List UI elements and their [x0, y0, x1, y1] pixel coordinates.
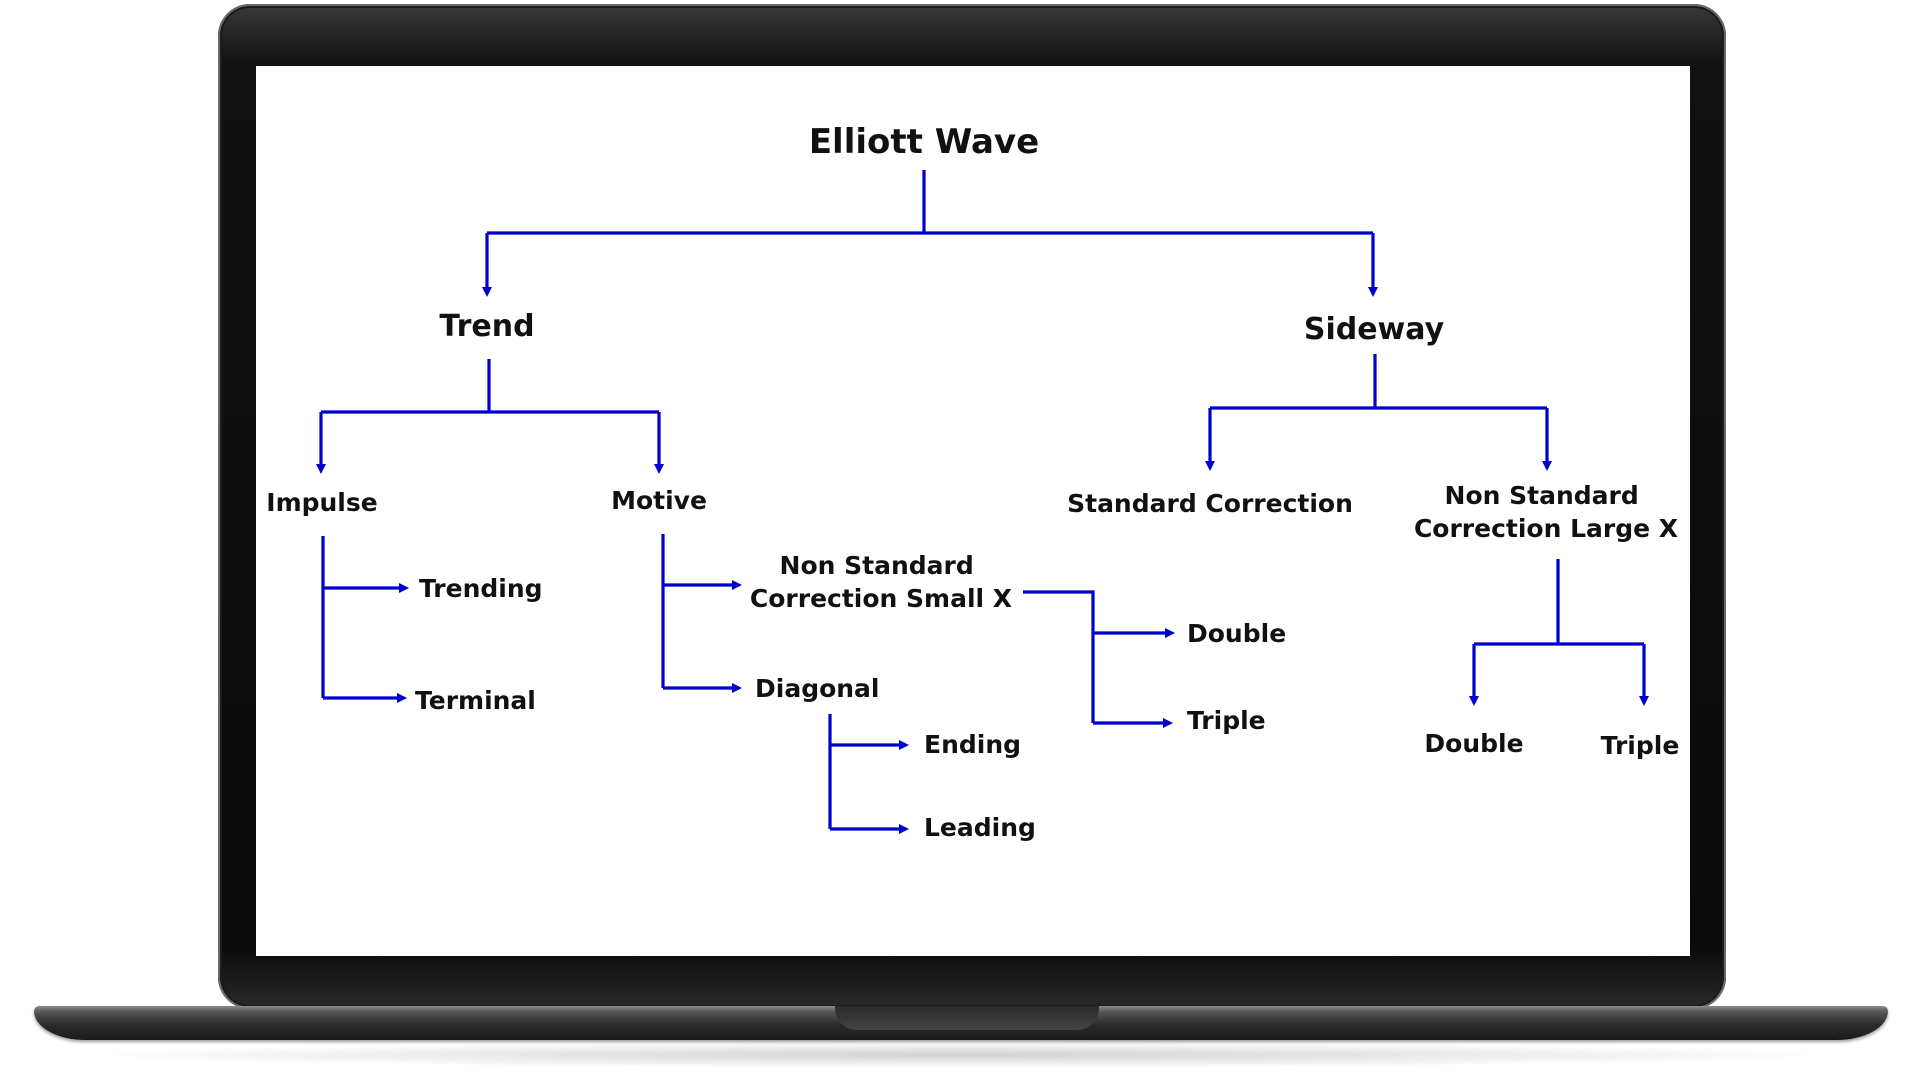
node-ns-large-line1: Non Standard [1445, 481, 1639, 510]
node-ns-large: Non Standard Correction Large X [1414, 481, 1678, 543]
node-ns-small-line2: Correction Small X [750, 584, 1012, 613]
laptop-screen: Elliott Wave Trend Sideway Impulse Motiv… [256, 66, 1690, 956]
laptop-notch [835, 1006, 1099, 1030]
node-impulse: Impulse [266, 488, 377, 517]
node-standard-correction: Standard Correction [1067, 489, 1353, 518]
node-double-large: Double [1424, 729, 1523, 758]
node-ns-large-line2: Correction Large X [1414, 514, 1678, 543]
node-ending: Ending [924, 730, 1021, 759]
node-terminal: Terminal [415, 686, 536, 715]
node-elliott-wave: Elliott Wave [809, 122, 1039, 162]
node-sideway: Sideway [1304, 312, 1445, 347]
node-ns-small: Non Standard Correction Small X [750, 551, 1012, 613]
node-trending: Trending [419, 574, 543, 603]
node-leading: Leading [924, 813, 1036, 842]
connector-ns-small [1023, 590, 1095, 723]
node-triple-large: Triple [1601, 731, 1680, 760]
laptop-shadow [80, 1042, 1840, 1068]
node-ns-small-line1: Non Standard [780, 551, 974, 580]
node-triple-small: Triple [1187, 706, 1266, 735]
node-double-small: Double [1187, 619, 1286, 648]
connectors [316, 170, 1649, 834]
node-diagonal: Diagonal [755, 674, 880, 703]
node-motive: Motive [611, 486, 707, 515]
node-labels: Elliott Wave Trend Sideway Impulse Motiv… [266, 122, 1679, 842]
node-trend: Trend [439, 309, 534, 344]
elliott-wave-diagram: Elliott Wave Trend Sideway Impulse Motiv… [266, 122, 1679, 842]
